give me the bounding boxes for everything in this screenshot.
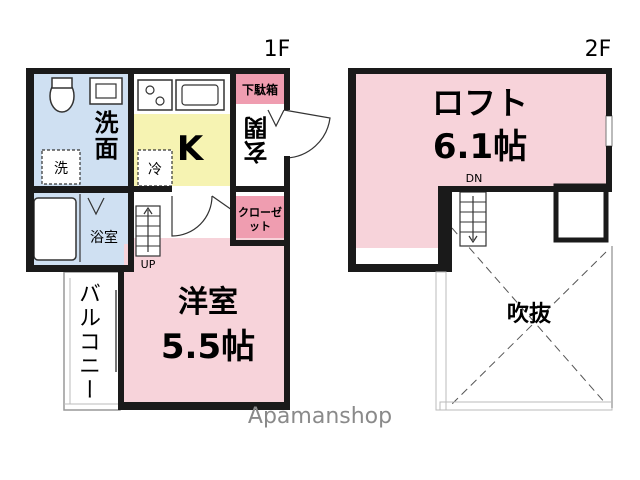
entrance-area — [236, 104, 284, 188]
loft-size: 6.1帖 — [433, 127, 527, 167]
stairs-down-label: DN — [466, 172, 483, 185]
floor-1-label: 1F — [264, 37, 291, 62]
entrance-label: 玄関 — [244, 116, 272, 164]
shoe-box-label: 下駄箱 — [242, 82, 278, 97]
sink-icon — [89, 77, 123, 105]
stairs-up-label: UP — [141, 258, 156, 271]
kitchen-label: K — [177, 129, 205, 169]
floor-2-label: 2F — [585, 37, 612, 62]
shoe-box-area — [236, 74, 284, 104]
bath-label: 浴室 — [90, 229, 118, 246]
balcony-label: バルコニー — [75, 282, 100, 402]
washroom-label: 洗面 — [90, 110, 118, 162]
void-label: 吹抜 — [507, 301, 552, 327]
closet-area — [236, 196, 284, 240]
storage-box — [553, 183, 609, 243]
entrance-door — [283, 109, 331, 159]
floor-2-plan — [348, 68, 613, 411]
watermark: Apamanshop — [248, 404, 392, 429]
bathtub-icon — [33, 197, 77, 261]
closet-label: クローゼット — [238, 206, 282, 233]
walls-1f — [26, 68, 290, 410]
floor-1-plan — [26, 68, 331, 411]
washer-space — [41, 149, 81, 185]
walls-2f — [348, 68, 612, 272]
western-room-label: 洋室 — [178, 285, 238, 320]
fridge-label: 冷 — [148, 162, 162, 178]
western-room-size: 5.5帖 — [161, 327, 255, 367]
loft-label: ロフト — [432, 84, 528, 122]
loft-window — [605, 115, 613, 147]
western-room-area — [124, 244, 284, 404]
room-door — [171, 195, 213, 237]
washer-label: 洗 — [54, 161, 68, 177]
loft-area — [356, 74, 606, 186]
stove-icon — [137, 79, 173, 111]
balcony-area — [63, 271, 121, 411]
